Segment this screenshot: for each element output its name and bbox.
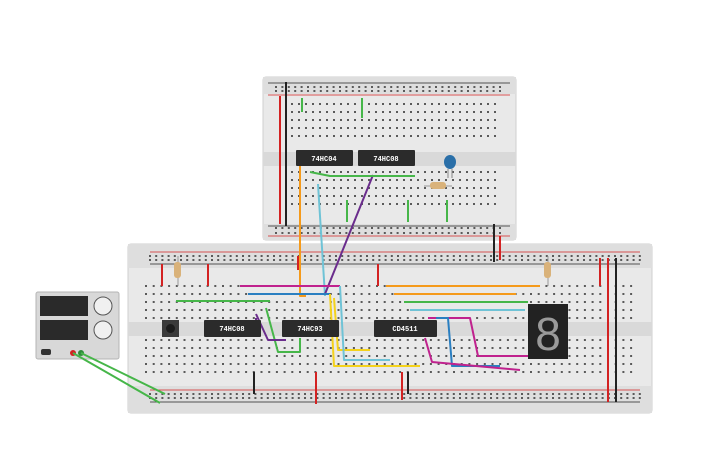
wire[interactable]	[424, 337, 521, 371]
psu-switch	[41, 349, 51, 355]
wire[interactable]	[339, 285, 390, 361]
wire[interactable]	[333, 297, 370, 351]
wire[interactable]	[299, 166, 306, 297]
chip-label: 74HC08	[219, 326, 244, 334]
wire[interactable]	[309, 171, 386, 177]
chip-label: CD4511	[392, 326, 417, 334]
wire[interactable]	[329, 293, 420, 367]
power-supply[interactable]	[35, 291, 120, 360]
push-button[interactable]	[162, 320, 179, 337]
chip-74hc08-top[interactable]: 74HC08	[358, 150, 415, 166]
seven-segment-display[interactable]: 8	[528, 304, 568, 360]
resistor-right[interactable]	[544, 256, 551, 286]
current-knob-icon	[93, 320, 113, 340]
wire[interactable]	[324, 174, 374, 295]
chip-74hc93-main[interactable]: 74HC93	[282, 320, 339, 337]
resistor-top[interactable]	[424, 182, 452, 189]
chip-label: 74HC04	[311, 156, 336, 164]
wire[interactable]	[317, 183, 326, 297]
chip-74hc04-top[interactable]: 74HC04	[296, 150, 353, 166]
wire[interactable]	[265, 307, 301, 353]
chip-label: 74HC08	[373, 156, 398, 164]
voltage-knob-icon	[93, 296, 113, 316]
psu-lead-2[interactable]	[80, 352, 166, 395]
wires[interactable]	[161, 82, 617, 404]
psu-current-display	[40, 320, 88, 340]
led-blue[interactable]	[444, 155, 456, 178]
chip-74hc08-main[interactable]: 74HC08	[204, 320, 261, 337]
chip-label: 74HC93	[297, 326, 322, 334]
display-digit: 8	[535, 308, 561, 360]
chip-cd4511-main[interactable]: CD4511	[374, 320, 437, 337]
psu-lead-1[interactable]	[72, 352, 161, 404]
resistor-left[interactable]	[174, 256, 181, 286]
psu-voltage-display	[40, 296, 88, 316]
